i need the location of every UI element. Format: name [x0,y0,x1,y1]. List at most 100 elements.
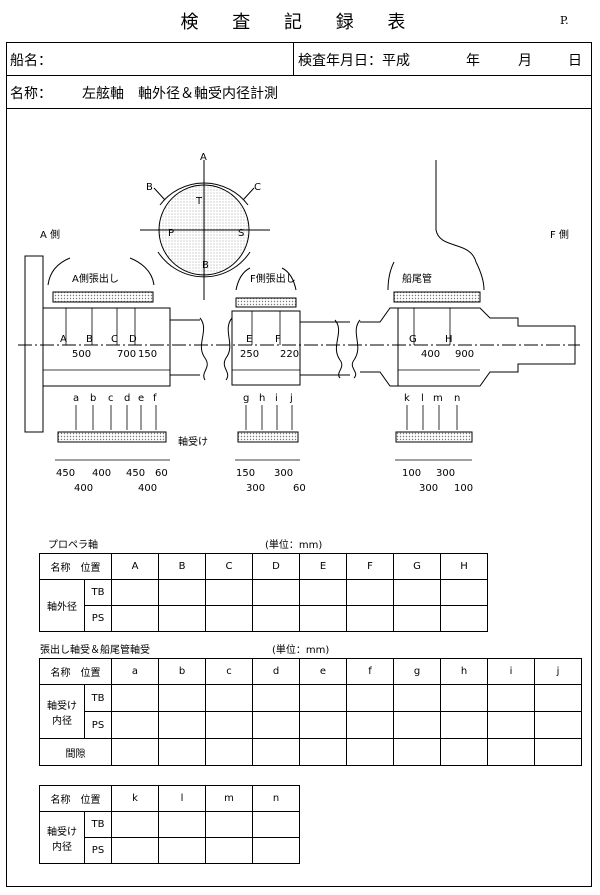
cell[interactable] [393,738,441,766]
cell[interactable] [158,738,206,766]
cell[interactable] [158,711,206,739]
cell[interactable] [487,711,535,739]
col-g: g [393,658,441,685]
cell[interactable] [111,605,159,632]
cell[interactable] [346,605,394,632]
row-group-outer-dia: 軸外径 [39,579,85,632]
cell[interactable] [111,711,159,739]
col-n: n [252,785,300,812]
cell[interactable] [158,579,206,606]
cell[interactable] [393,579,441,606]
cell[interactable] [393,605,441,632]
col-H: H [440,553,488,580]
day-label: 日 [568,53,582,69]
circle-b-label: B [202,260,209,271]
cell[interactable] [252,711,300,739]
pt-e: e [138,393,144,404]
col-l: l [158,785,206,812]
cell[interactable] [487,738,535,766]
cell[interactable] [299,711,347,739]
cell[interactable] [440,711,488,739]
cell[interactable] [346,684,394,712]
cell[interactable] [440,579,488,606]
pt-d: d [124,393,130,404]
cell[interactable] [534,711,582,739]
cell[interactable] [346,579,394,606]
cell[interactable] [252,605,300,632]
cell[interactable] [158,605,206,632]
cell[interactable] [205,579,253,606]
cell[interactable] [299,605,347,632]
pt-B: B [86,334,93,345]
row-group-inner-dia: 軸受け 内径 [39,684,85,739]
ship-name-label: 船名： [10,53,52,69]
cell[interactable] [111,684,159,712]
cell[interactable] [440,738,488,766]
cell[interactable] [111,579,159,606]
cell[interactable] [299,684,347,712]
cell[interactable] [252,579,300,606]
cell[interactable] [205,738,253,766]
cell[interactable] [252,738,300,766]
pt-E: E [246,334,252,345]
cell[interactable] [205,684,253,712]
table-bearings: 名称 位置 a b c d e f g h i j 軸受け 内径 TB PS 間… [39,658,582,766]
cell[interactable] [205,711,253,739]
cell[interactable] [111,811,159,838]
cell[interactable] [158,684,206,712]
shaft-section-a [42,307,171,387]
cell[interactable] [440,684,488,712]
cell[interactable] [205,811,253,838]
cell[interactable] [346,711,394,739]
row-ps: PS [84,837,112,864]
a-overhang-label: A側張出し [72,272,119,285]
dim-60a: 60 [155,468,168,479]
cell[interactable] [252,684,300,712]
cell[interactable] [111,738,159,766]
cell[interactable] [393,684,441,712]
cell[interactable] [158,837,206,864]
row-divider [293,42,294,75]
dim-300a: 300 [274,468,293,479]
dim-100a: 100 [402,468,421,479]
cell[interactable] [299,579,347,606]
col-j: j [534,658,582,685]
col-A: A [111,553,159,580]
f-overhang-label: F側張出し [250,272,296,285]
row-ps: PS [84,711,112,739]
dim-150: 150 [138,349,157,360]
col-D: D [252,553,300,580]
side-f-label: F 側 [550,228,569,241]
cell[interactable] [205,837,253,864]
cell[interactable] [346,738,394,766]
hdr-name-pos: 名称 位置 [39,785,112,812]
col-G: G [393,553,441,580]
circle-s-label: S [238,228,244,239]
cell[interactable] [440,605,488,632]
cell[interactable] [487,684,535,712]
cell[interactable] [252,837,300,864]
dim-450b: 450 [126,468,145,479]
dim-300d: 300 [419,483,438,494]
form-frame [6,42,592,887]
dir-right-label: C [254,182,261,193]
cell[interactable] [393,711,441,739]
col-d: d [252,658,300,685]
cell[interactable] [252,811,300,838]
table-propeller-shaft: 名称 位置 A B C D E F G H 軸外径 TB PS [39,553,488,632]
cell[interactable] [158,811,206,838]
cell[interactable] [299,738,347,766]
dim-250: 250 [240,349,259,360]
pt-j: j [289,393,293,404]
cell[interactable] [534,738,582,766]
cell[interactable] [534,684,582,712]
cell[interactable] [205,605,253,632]
row-ps: PS [84,605,112,632]
dim-400b: 400 [74,483,93,494]
cell[interactable] [111,837,159,864]
page-number: P. [560,14,569,27]
shaft-drawing: A B C T B P S A 側 F 側 A側張出し F側張出し 船尾管 軸受… [18,152,580,494]
pt-n: n [454,393,460,404]
col-F: F [346,553,394,580]
pt-A: A [60,334,67,345]
